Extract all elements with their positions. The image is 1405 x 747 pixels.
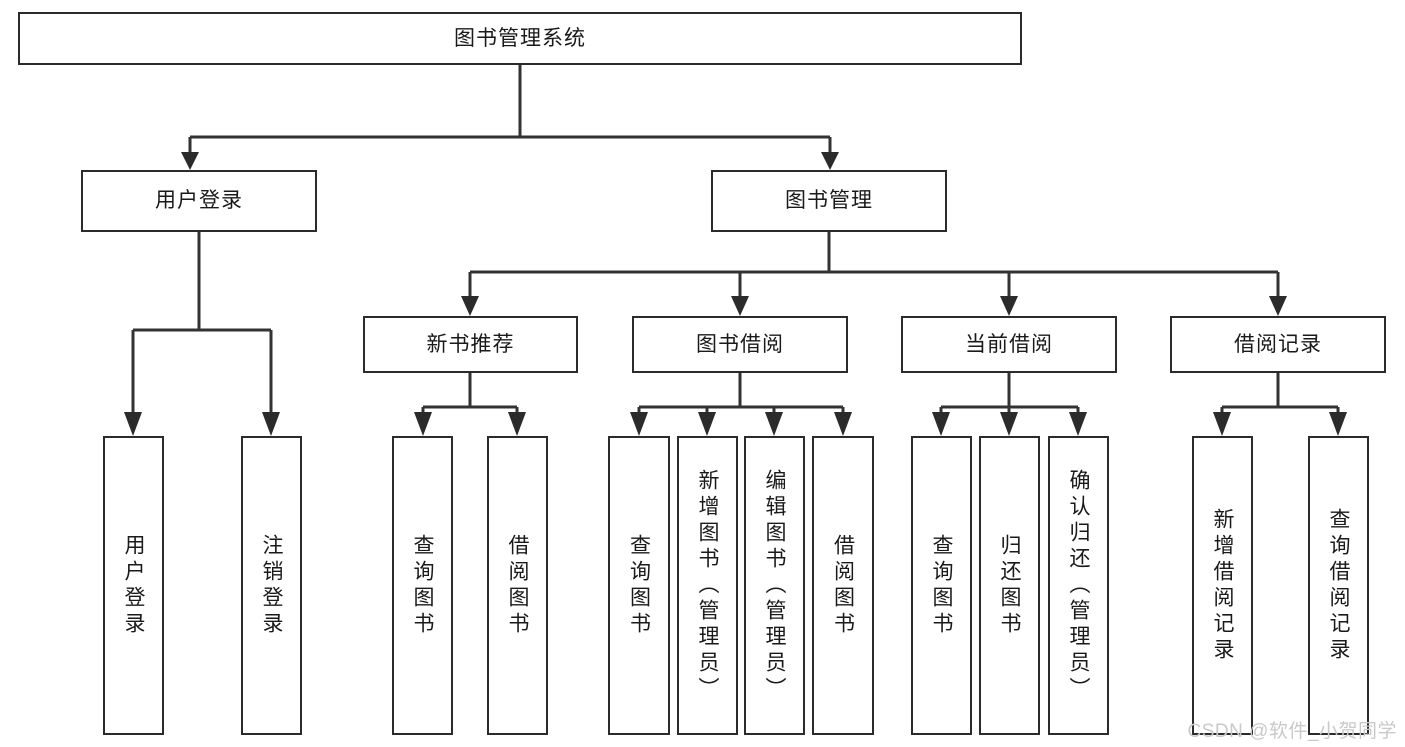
watermark: CSDN @软件_小贺同学 <box>1187 721 1397 742</box>
leaf-new-book-borrow-label: 借阅图书 <box>506 533 529 638</box>
leaf-borrow-record-query-label: 查询借阅记录 <box>1327 507 1350 664</box>
node-root-label: 图书管理系统 <box>454 26 586 50</box>
node-root[interactable]: 图书管理系统 <box>18 12 1022 65</box>
node-borrow-record[interactable]: 借阅记录 <box>1170 316 1386 373</box>
leaf-current-borrow-query[interactable]: 查询图书 <box>911 436 972 735</box>
leaf-book-borrow-add[interactable]: 新增图书（管理员） <box>677 436 738 735</box>
leaf-user-login-signout[interactable]: 注销登录 <box>241 436 302 735</box>
leaf-current-borrow-confirm[interactable]: 确认归还（管理员） <box>1048 436 1109 735</box>
leaf-borrow-record-add[interactable]: 新增借阅记录 <box>1192 436 1253 735</box>
leaf-user-login-signin-label: 用户登录 <box>122 533 145 638</box>
node-user-login-label: 用户登录 <box>155 189 243 213</box>
node-book-borrow-label: 图书借阅 <box>696 332 784 356</box>
node-user-login[interactable]: 用户登录 <box>81 170 317 232</box>
leaf-book-borrow-edit-label: 编辑图书（管理员） <box>763 468 786 703</box>
leaf-current-borrow-query-label: 查询图书 <box>930 533 953 638</box>
leaf-book-borrow-edit[interactable]: 编辑图书（管理员） <box>744 436 805 735</box>
node-book-management-label: 图书管理 <box>785 189 873 213</box>
node-book-borrow[interactable]: 图书借阅 <box>632 316 848 373</box>
leaf-user-login-signout-label: 注销登录 <box>260 533 283 638</box>
leaf-current-borrow-confirm-label: 确认归还（管理员） <box>1067 468 1090 703</box>
leaf-user-login-signin[interactable]: 用户登录 <box>103 436 164 735</box>
leaf-current-borrow-return[interactable]: 归还图书 <box>979 436 1040 735</box>
leaf-book-borrow-query-label: 查询图书 <box>627 533 651 638</box>
leaf-book-borrow-borrow[interactable]: 借阅图书 <box>812 436 874 735</box>
node-book-management[interactable]: 图书管理 <box>711 170 947 232</box>
node-new-book-recommend-label: 新书推荐 <box>426 332 515 356</box>
leaf-book-borrow-add-label: 新增图书（管理员） <box>696 468 719 703</box>
node-new-book-recommend[interactable]: 新书推荐 <box>363 316 578 373</box>
node-borrow-record-label: 借阅记录 <box>1234 332 1322 356</box>
leaf-new-book-borrow[interactable]: 借阅图书 <box>487 436 548 735</box>
leaf-borrow-record-query[interactable]: 查询借阅记录 <box>1308 436 1369 735</box>
node-current-borrow-label: 当前借阅 <box>965 332 1053 356</box>
leaf-borrow-record-add-label: 新增借阅记录 <box>1211 507 1234 664</box>
node-current-borrow[interactable]: 当前借阅 <box>901 316 1117 373</box>
leaf-current-borrow-return-label: 归还图书 <box>998 533 1021 638</box>
leaf-book-borrow-borrow-label: 借阅图书 <box>831 533 855 638</box>
arrowheads <box>124 152 1347 436</box>
leaf-book-borrow-query[interactable]: 查询图书 <box>608 436 670 735</box>
leaf-new-book-query-label: 查询图书 <box>411 533 434 638</box>
leaf-new-book-query[interactable]: 查询图书 <box>392 436 453 735</box>
